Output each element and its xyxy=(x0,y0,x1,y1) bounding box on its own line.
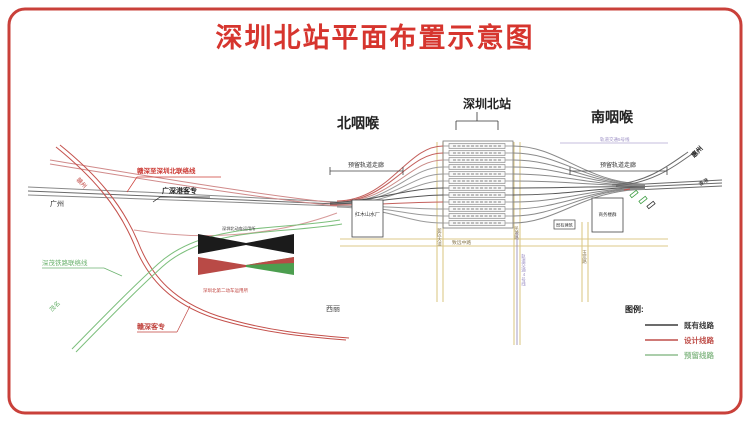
legend-title: 图例: xyxy=(625,304,644,314)
ganshen-pdl-leader xyxy=(137,305,191,333)
ganshen-link-leader xyxy=(126,176,221,193)
ganshen-link-lines xyxy=(49,159,338,237)
south-throat-label: 南咽喉 xyxy=(591,109,634,125)
ganshen-pdl-lines xyxy=(55,144,350,341)
road-h1-label: 致远中路 xyxy=(452,239,471,246)
gsg-line-leader xyxy=(152,196,210,203)
legend-label-reserved: 预留线路 xyxy=(684,350,714,360)
corridor-left-dimension xyxy=(329,167,404,175)
depot-symbols xyxy=(198,234,294,275)
depot2-label: 深圳北第二动车运用所 xyxy=(203,287,248,294)
ganzhou-label: 赣州 xyxy=(75,176,89,190)
ganshen-pdl-label: 赣深客专 xyxy=(137,322,165,331)
north-throat-fan xyxy=(329,145,444,224)
shenmao-link-label: 深茂铁路联络线 xyxy=(42,258,88,267)
station-platform-boxes xyxy=(448,143,506,226)
corridor-left-label: 预留轨道走廊 xyxy=(348,161,384,169)
page-title: 深圳北站平面布置示意图 xyxy=(216,22,535,53)
water-plant-label: 红木山水厂 xyxy=(355,211,380,218)
legend-item-design: 设计线路 xyxy=(645,335,714,345)
legend-label-design: 设计线路 xyxy=(684,335,714,345)
maoming-label: 茂名 xyxy=(48,299,62,313)
station-title-label: 深圳北站 xyxy=(463,96,511,111)
metro5-label: 轨道交通5号线 xyxy=(600,136,630,143)
building-cluster-box xyxy=(591,197,624,233)
road-v3-label: 玉龙路 xyxy=(582,250,588,265)
station-box xyxy=(442,140,514,229)
existing-building-label: 既有建筑 xyxy=(556,222,574,229)
hongkong-label: 香港 xyxy=(698,177,710,188)
legend-label-existing: 既有线路 xyxy=(684,320,714,330)
road-v1-label: 新区大道 xyxy=(437,227,443,248)
legend-item-reserved: 预留线路 xyxy=(645,350,714,360)
corridor-right-label: 预留轨道走廊 xyxy=(600,161,636,169)
page-border xyxy=(7,7,743,415)
south-throat-fan xyxy=(512,145,646,224)
corridor-right-dimension xyxy=(569,167,668,175)
building-cluster-label: 商务楼群 xyxy=(599,211,617,218)
existing-building-box xyxy=(553,219,576,230)
ganshen-link-label: 赣深至深圳北联络线 xyxy=(137,166,196,175)
north-throat-label: 北咽喉 xyxy=(337,115,380,131)
southeast-signal-marks xyxy=(623,188,656,210)
depot1-label: 深圳北动车运用所 xyxy=(222,225,256,232)
existing-mainline-west xyxy=(27,186,338,207)
huizhou-label: 惠州 xyxy=(689,144,705,160)
existing-mainline-east xyxy=(611,151,723,190)
water-plant-box xyxy=(351,199,384,238)
xili-label: 西丽 xyxy=(326,305,340,313)
metro4-label: 轨道交通4号线 xyxy=(521,253,527,287)
shenmao-link-leader xyxy=(42,267,123,277)
gsg-line-label: 广深港客专 xyxy=(162,186,197,195)
metro-lines xyxy=(516,142,668,345)
station-title-bracket xyxy=(455,112,499,130)
guangzhou-label: 广州 xyxy=(50,199,64,208)
legend-item-existing: 既有线路 xyxy=(645,320,714,330)
